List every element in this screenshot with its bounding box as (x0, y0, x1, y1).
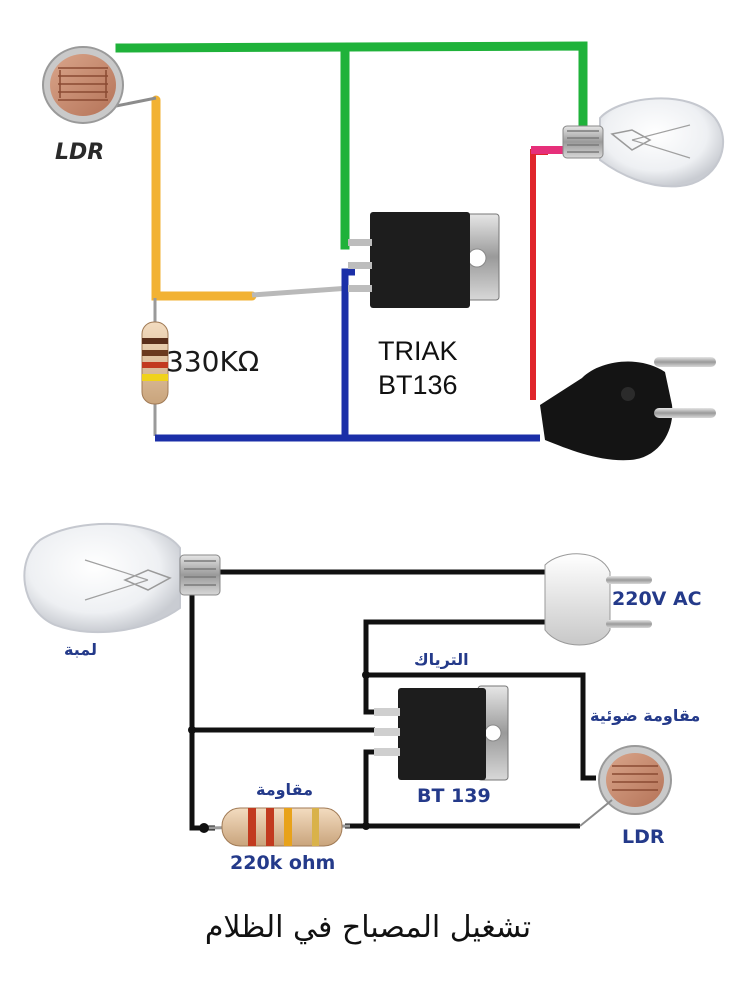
black-wire (366, 672, 596, 781)
junction-dots (188, 671, 370, 833)
plug-label: 220V AC (612, 588, 702, 610)
resistor-label: 330KΩ (166, 345, 260, 378)
resistor-icon (141, 321, 169, 405)
plug-icon (544, 553, 652, 646)
black-wire (189, 588, 215, 831)
resistor-icon (204, 807, 351, 847)
resistor-arabic-label: مقاومة (256, 780, 313, 799)
triac-label-line2: BT136 (378, 370, 458, 400)
black-wire (363, 619, 545, 715)
red-wire (530, 149, 548, 400)
black-wire (345, 749, 380, 829)
ldr-label: LDR (55, 140, 105, 165)
triac-arabic-label: الترياك (414, 650, 469, 669)
caption: تشغيل المصباح في الظلام (204, 910, 532, 945)
triac-model-label: BT 139 (417, 785, 491, 807)
ldr-icon (579, 745, 672, 827)
triac-icon (348, 212, 500, 308)
triac-label-line1: TRIAK (378, 336, 458, 366)
bottom-circuit (189, 569, 596, 831)
ldr-icon (42, 46, 124, 124)
green-wire (115, 41, 588, 250)
ldr-arabic-label: مقاومة ضوئية (590, 706, 701, 725)
gate-lead (251, 285, 351, 298)
orange-wire (151, 95, 257, 301)
bulb-icon (562, 97, 725, 188)
ldr-lead (115, 96, 157, 108)
blue-wire (155, 268, 540, 442)
ldr-label-bottom: LDR (622, 826, 665, 848)
lamp-label: لمبة (64, 640, 97, 659)
top-circuit (42, 41, 725, 461)
bulb-icon (23, 522, 221, 634)
resistor-value-label: 220k ohm (230, 852, 336, 874)
plug-icon (540, 357, 716, 461)
triac-label: TRIAK BT136 (378, 334, 458, 402)
triac-icon (374, 685, 509, 781)
